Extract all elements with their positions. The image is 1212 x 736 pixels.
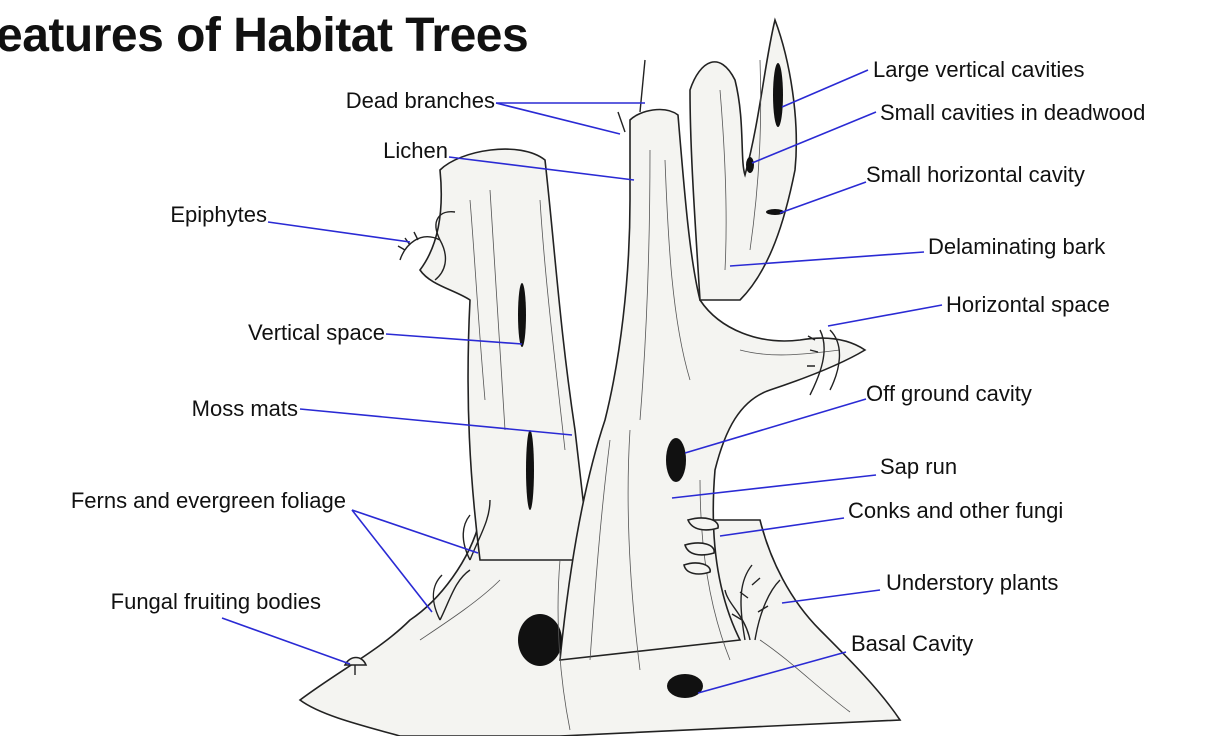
leader-ferns-1: [352, 510, 478, 553]
leader-fungal-fruiting: [222, 618, 350, 664]
label-epiphytes: Epiphytes: [170, 202, 267, 227]
vertical-space-slit: [518, 283, 526, 347]
large-vertical-cavity: [773, 63, 783, 127]
dead-branch-spike-2: [618, 112, 625, 132]
label-moss-mats: Moss mats: [192, 396, 298, 421]
label-understory-plants: Understory plants: [886, 570, 1058, 595]
basal-cavity-left: [518, 614, 562, 666]
label-ferns: Ferns and evergreen foliage: [71, 488, 346, 513]
label-small-horizontal-cavity: Small horizontal cavity: [866, 162, 1085, 187]
dead-branch-spike-1: [640, 60, 645, 112]
label-lichen: Lichen: [383, 138, 448, 163]
label-off-ground-cavity: Off ground cavity: [866, 381, 1032, 406]
label-sap-run: Sap run: [880, 454, 957, 479]
label-conks: Conks and other fungi: [848, 498, 1063, 523]
leader-horizontal-space: [828, 305, 942, 326]
label-small-cavities-deadwood: Small cavities in deadwood: [880, 100, 1145, 125]
label-horizontal-space: Horizontal space: [946, 292, 1110, 317]
off-ground-cavity: [666, 438, 686, 482]
small-cavity-deadwood: [746, 157, 754, 173]
label-large-vertical-cavities: Large vertical cavities: [873, 57, 1085, 82]
dead-snag: [690, 20, 796, 300]
leader-dead-branches-2: [496, 103, 620, 134]
leader-large-vertical-cavities: [782, 70, 868, 107]
leader-understory-plants: [782, 590, 880, 603]
leader-ferns-2: [352, 510, 432, 612]
tree-illustration: [300, 20, 900, 736]
label-fungal-fruiting: Fungal fruiting bodies: [111, 589, 321, 614]
label-basal-cavity: Basal Cavity: [851, 631, 973, 656]
leader-epiphytes: [268, 222, 410, 242]
basal-cavity-right: [667, 674, 703, 698]
leader-small-horizontal-cavity: [780, 182, 866, 213]
left-labels: Dead branches Lichen Epiphytes Vertical …: [71, 88, 495, 614]
label-vertical-space: Vertical space: [248, 320, 385, 345]
left-trunk: [420, 149, 590, 560]
label-dead-branches: Dead branches: [346, 88, 495, 113]
label-delaminating-bark: Delaminating bark: [928, 234, 1106, 259]
moss-mat-slit: [526, 430, 534, 510]
right-labels: Large vertical cavities Small cavities i…: [848, 57, 1145, 656]
